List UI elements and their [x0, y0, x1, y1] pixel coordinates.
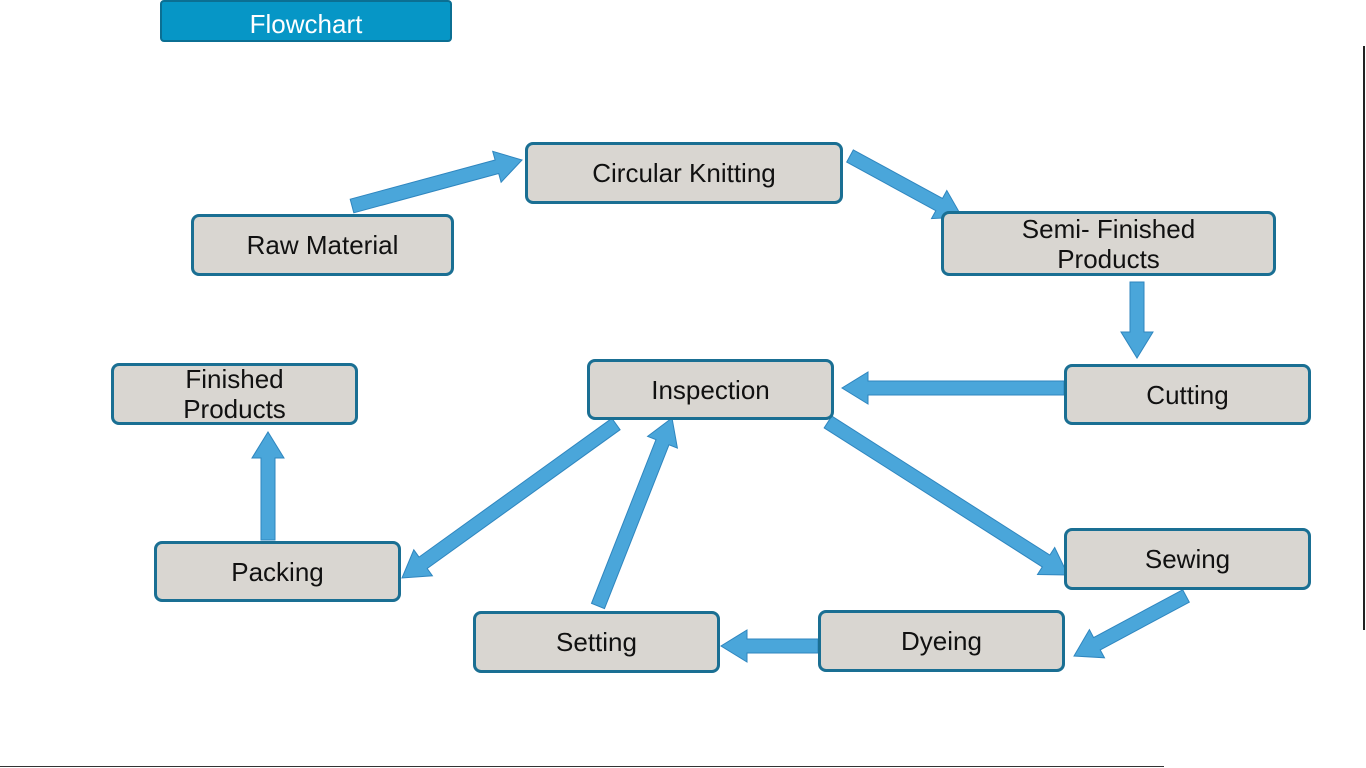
- node-label-line2: Products: [1057, 243, 1160, 274]
- node-raw-material: Raw Material: [191, 214, 454, 276]
- node-label: Sewing: [1144, 544, 1231, 574]
- node-sewing: Sewing: [1064, 528, 1311, 590]
- node-label-line1: Finished: [185, 364, 284, 394]
- node-label-group: Finished Products: [183, 364, 286, 424]
- node-dyeing: Dyeing: [818, 610, 1065, 672]
- node-semi-finished-products: Semi- Finished Products: [941, 211, 1276, 276]
- arrow-semi-to-cutting: [1120, 281, 1154, 359]
- node-label-line1: Semi- Finished: [1021, 213, 1196, 244]
- arrow-dyeing-to-setting: [720, 629, 819, 663]
- node-finished-products: Finished Products: [111, 363, 358, 425]
- arrow-inspection-to-sewing: [823, 415, 1069, 576]
- node-label: Setting: [556, 627, 637, 657]
- node-setting: Setting: [473, 611, 720, 673]
- arrow-setting-to-inspection: [590, 417, 679, 610]
- flowchart-title: Flowchart: [160, 0, 452, 42]
- arrow-knitting-to-semi: [846, 149, 963, 220]
- node-cutting: Cutting: [1064, 364, 1311, 425]
- arrow-cutting-to-inspection: [841, 371, 1065, 405]
- node-packing: Packing: [154, 541, 401, 602]
- arrow-packing-to-finished: [251, 431, 285, 541]
- arrow-raw-to-knitting: [349, 150, 523, 214]
- node-label: Inspection: [651, 374, 770, 405]
- slide-edge-bottom: [0, 766, 1164, 767]
- node-circular-knitting: Circular Knitting: [525, 142, 843, 204]
- arrow-inspection-to-packing: [401, 417, 621, 579]
- slide-edge-right: [1363, 46, 1365, 630]
- node-label: Packing: [231, 556, 324, 587]
- node-label-group: Semi- Finished Products: [1022, 214, 1195, 274]
- arrow-sewing-to-dyeing: [1073, 589, 1190, 659]
- node-label-line2: Products: [183, 394, 286, 424]
- node-inspection: Inspection: [587, 359, 834, 420]
- node-label: Circular Knitting: [592, 158, 776, 188]
- node-label: Raw Material: [246, 230, 399, 260]
- node-label: Cutting: [1146, 379, 1229, 410]
- node-label: Dyeing: [901, 626, 982, 656]
